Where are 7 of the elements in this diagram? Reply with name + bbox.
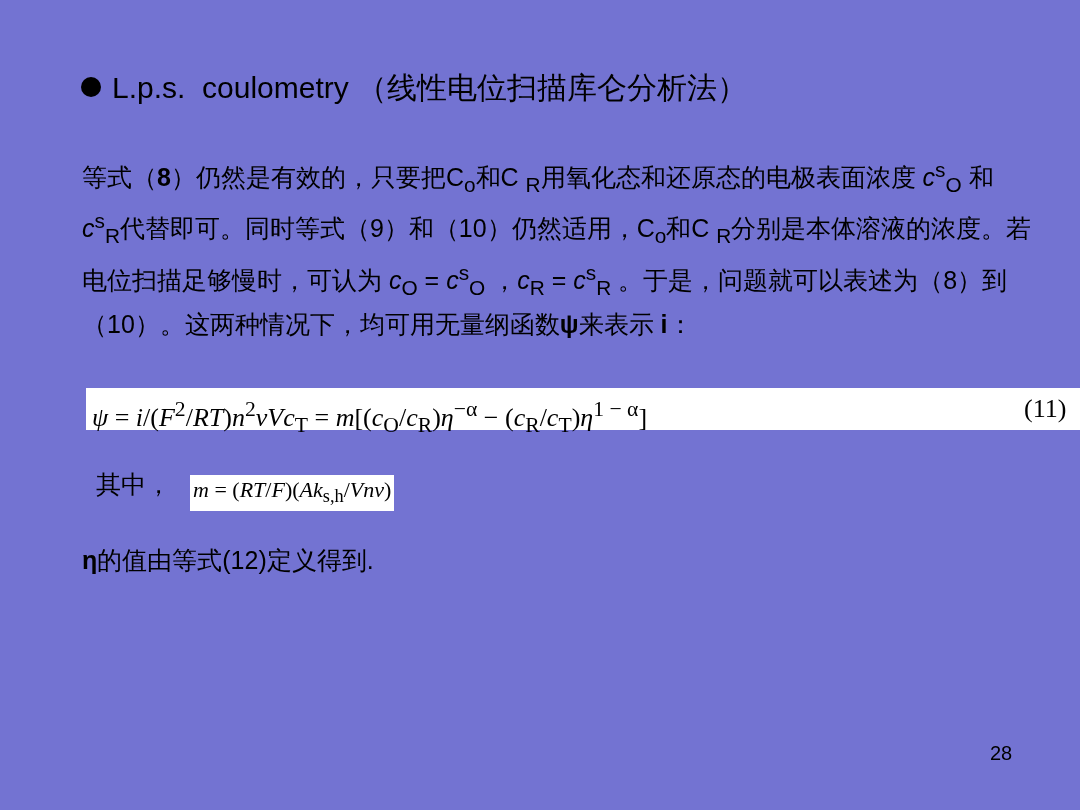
slide-title: L.p.s. coulometry （线性电位扫描库仑分析法） bbox=[112, 70, 748, 106]
text-line: 其中， bbox=[96, 469, 171, 500]
equation-number: (11) bbox=[1024, 393, 1067, 425]
text-line: η的值由等式(12)定义得到. bbox=[82, 545, 374, 576]
page-number: 28 bbox=[990, 742, 1013, 765]
formula: m = (RT/F)(Ak$_{s,h}$/Vnv) bbox=[190, 475, 395, 512]
paragraph: 等式（8）仍然是有效的，只要把C$_{o}$和C $_{R}$用氧化态和还原态的电极表面浓度 c$^{s}$$_{O}$ 和 c$^{s}$$_{R}$代替即可。同时等式（9）和（10）仍然适用，C$_{o}$和C $_{R}$分别是本体溶液的浓度。若电位扫描足够慢时，可认为 c$_{O}$ = c$^{s}$$_{O}$ ，c$_{R}$ = c$^{s}$$_{R}$ 。于是，问题就可以表述为（8）到（10）。这两种情况下，均可用无量纲函数ψ来表示 i： bbox=[82, 157, 1032, 340]
